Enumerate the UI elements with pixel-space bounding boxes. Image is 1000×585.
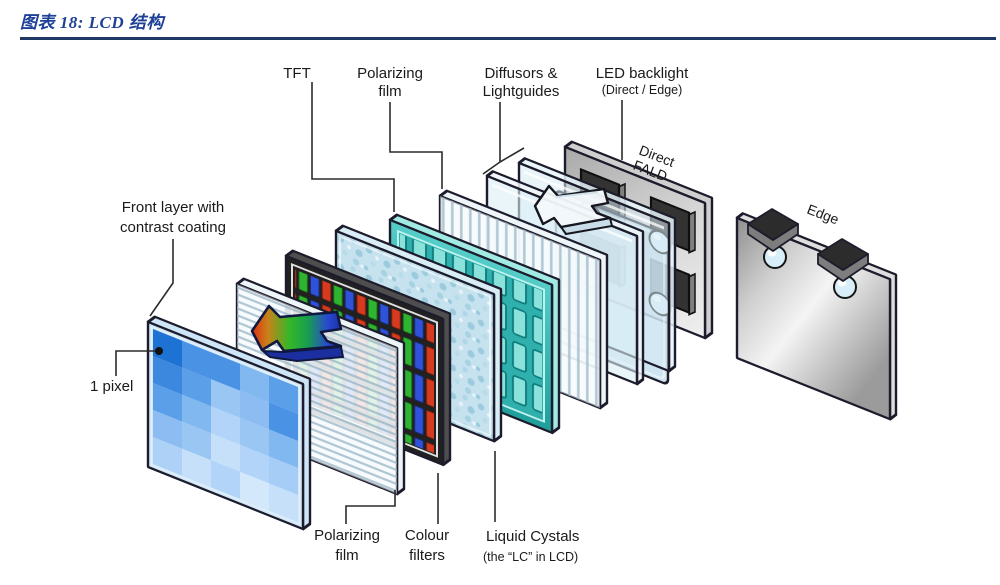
pixel-grid: [153, 329, 298, 523]
label-polarizing-film-top-1: Polarizing: [357, 65, 423, 82]
label-edge: Edge: [805, 201, 841, 228]
label-polarizing-film-bottom-1: Polarizing: [314, 527, 380, 544]
label-front-layer-1: Front layer with: [122, 199, 225, 216]
light-arrow: [533, 184, 614, 236]
label-led-backlight-2: (Direct / Edge): [602, 83, 683, 97]
pixel-pointer-dot: [155, 347, 163, 355]
connector-lines: [115, 82, 623, 524]
label-colour-filters-2: filters: [409, 547, 445, 564]
label-tft: TFT: [283, 65, 311, 82]
label-liquid-crystals-1: Liquid Cystals: [486, 528, 579, 545]
rainbow-arrow: [250, 304, 345, 363]
label-colour-filters-1: Colour: [405, 527, 449, 544]
edge-led-module: [817, 238, 869, 299]
title-rule: [20, 37, 996, 40]
edge-led-module: [747, 208, 799, 269]
label-one-pixel: 1 pixel: [90, 378, 133, 395]
layer-edge-backlight-panel: [735, 208, 898, 421]
label-led-backlight-1: LED backlight: [596, 65, 689, 82]
label-polarizing-film-bottom-2: film: [335, 547, 358, 564]
label-diffusors-2: Lightguides: [483, 83, 560, 100]
label-front-layer-2: contrast coating: [120, 219, 226, 236]
layer-front-panel: [146, 315, 312, 531]
label-liquid-crystals-2: (the “LC” in LCD): [483, 550, 578, 564]
label-diffusors-1: Diffusors &: [484, 65, 557, 82]
label-polarizing-film-top-2: film: [378, 83, 401, 100]
figure-title: 图表 18: LCD 结构: [20, 13, 164, 32]
